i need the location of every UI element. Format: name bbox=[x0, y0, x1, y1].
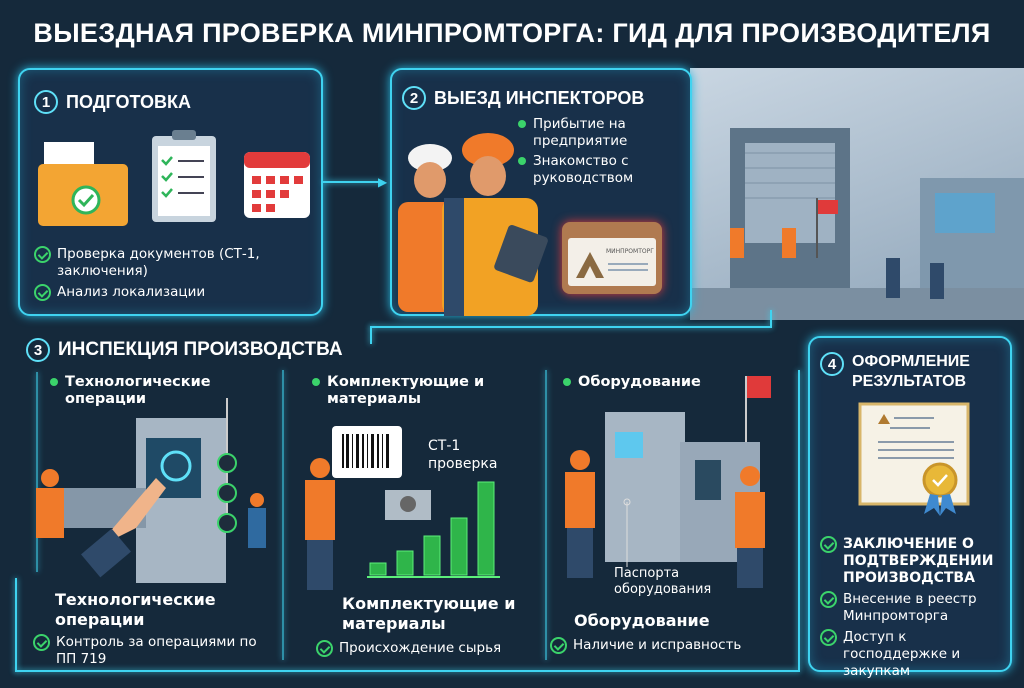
check-icon bbox=[820, 536, 837, 553]
page-title: ВЫЕЗДНАЯ ПРОВЕРКА МИНПРОМТОРГА: ГИД ДЛЯ … bbox=[33, 18, 991, 48]
step1-title: ПОДГОТОВКА bbox=[66, 91, 192, 112]
check-item: Наличие и исправность bbox=[550, 637, 774, 654]
materials-illustration bbox=[305, 426, 500, 590]
check-icon bbox=[820, 591, 837, 608]
check-icon bbox=[316, 640, 333, 657]
check-icon bbox=[34, 246, 51, 263]
bullet-item: Комплектующие и материалы bbox=[312, 374, 532, 408]
step1-header: 1 ПОДГОТОВКА bbox=[34, 90, 191, 114]
inspector-badge: МИНПРОМТОРГ bbox=[562, 222, 662, 294]
step3-header: 3 ИНСПЕКЦИЯ ПРОИЗВОДСТВА bbox=[26, 338, 343, 362]
column-heading: Оборудование bbox=[574, 611, 710, 630]
step-number: 4 bbox=[820, 352, 844, 376]
check-item: Доступ к господдержке и закупкам bbox=[820, 629, 1008, 680]
step3-title: ИНСПЕКЦИЯ ПРОИЗВОДСТВА bbox=[58, 339, 343, 360]
step1-panel: 1 ПОДГОТОВКА Проверка документов (СТ-1, … bbox=[18, 68, 323, 316]
step2-title: ВЫЕЗД ИНСПЕКТОРОВ bbox=[434, 87, 645, 108]
factory-illustration bbox=[690, 68, 1024, 320]
check-icon bbox=[550, 637, 567, 654]
operations-illustration bbox=[36, 398, 266, 583]
step4-panel: 4 ОФОРМЛЕНИЕ РЕЗУЛЬТАТОВ ЗАКЛЮЧЕНИЕ О ПО… bbox=[808, 336, 1012, 679]
check-item: ЗАКЛЮЧЕНИЕ О ПОДТВЕРЖДЕНИИ ПРОИЗВОДСТВА bbox=[820, 536, 1008, 587]
calendar-icon bbox=[244, 152, 310, 218]
certificate-icon bbox=[858, 402, 970, 516]
step1-icons bbox=[38, 130, 310, 226]
clipboard-checklist-icon bbox=[152, 130, 216, 222]
check-item: Анализ локализации bbox=[34, 284, 314, 301]
step4-header: 4 ОФОРМЛЕНИЕ РЕЗУЛЬТАТОВ bbox=[820, 352, 982, 392]
step2-panel: 2 ВЫЕЗД ИНСПЕКТОРОВ Прибытие на предприя… bbox=[390, 68, 692, 316]
check-icon bbox=[820, 629, 837, 646]
check-item: Проверка документов (СТ-1, заключения) bbox=[34, 246, 314, 280]
flow-connector bbox=[370, 326, 770, 328]
check-icon bbox=[34, 284, 51, 301]
flow-connector bbox=[323, 181, 383, 183]
bullet-item: Технологические операции bbox=[50, 374, 270, 408]
step-number: 1 bbox=[34, 90, 58, 114]
step4-title: ОФОРМЛЕНИЕ РЕЗУЛЬТАТОВ bbox=[852, 353, 970, 390]
step-number: 2 bbox=[402, 86, 426, 110]
callout-label: Паспорта оборудования bbox=[614, 566, 712, 597]
arrow-right-icon: ▶ bbox=[378, 175, 388, 189]
column-heading: Комплектующие и материалы bbox=[342, 594, 516, 633]
bullet-item: Знакомство с руководством bbox=[518, 153, 688, 187]
bullet-item: Прибытие на предприятие bbox=[518, 116, 688, 150]
check-item: Контроль за операциями по ПП 719 bbox=[33, 634, 275, 668]
step-number: 3 bbox=[26, 338, 50, 362]
badge-logo-text: МИНПРОМТОРГ bbox=[606, 248, 654, 255]
step2-header: 2 ВЫЕЗД ИНСПЕКТОРОВ bbox=[402, 86, 644, 110]
check-icon bbox=[33, 634, 50, 651]
callout-label: СТ-1 проверка bbox=[428, 438, 498, 472]
bullet-item: Оборудование bbox=[563, 374, 783, 391]
check-item: Внесение в реестр Минпромторга bbox=[820, 591, 1008, 625]
folder-check-icon bbox=[38, 142, 128, 226]
column-heading: Технологические операции bbox=[55, 590, 216, 629]
check-item: Происхождение сырья bbox=[316, 640, 532, 657]
inspectors-illustration bbox=[398, 133, 548, 316]
equipment-illustration bbox=[565, 376, 771, 588]
